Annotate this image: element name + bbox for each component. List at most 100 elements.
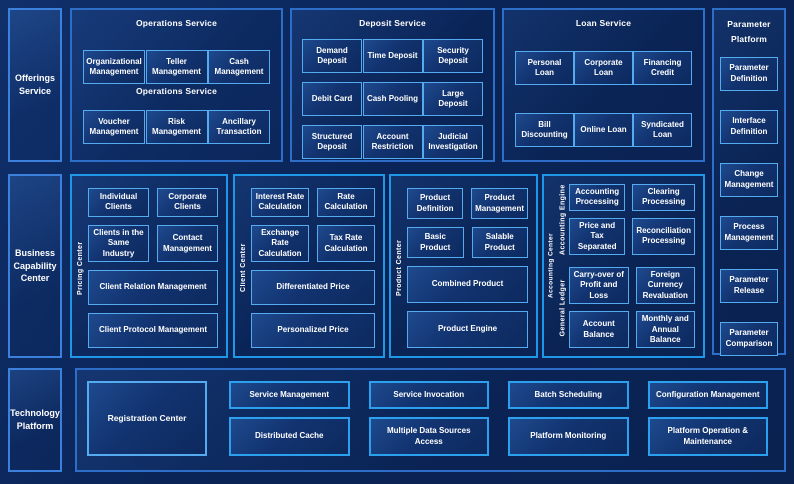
loan-box: Bill Discounting bbox=[515, 113, 574, 147]
operations-box: Cash Management bbox=[208, 50, 270, 84]
product-row-1: Product Definition Product Management bbox=[407, 188, 528, 219]
operations-service-subtitle: Operations Service bbox=[135, 86, 218, 96]
accounting-box: Price and Tax Separated bbox=[569, 217, 626, 255]
product-box: Basic Product bbox=[407, 227, 464, 258]
loan-service-panel: Loan Service Personal Loan Corporate Loa… bbox=[502, 8, 705, 162]
technology-platform-panel: Registration Center Service Management S… bbox=[75, 368, 786, 472]
pricing-box: Corporate Clients bbox=[157, 188, 218, 217]
operations-service-title: Operations Service bbox=[135, 18, 218, 28]
technology-grid: Service Management Service Invocation Ba… bbox=[229, 381, 768, 456]
pricing-center-content: Individual Clients Corporate Clients Cli… bbox=[88, 188, 218, 348]
pricing-box: Contact Management bbox=[157, 224, 218, 263]
deposit-grid: Demand Deposit Time Deposit Security Dep… bbox=[292, 39, 493, 159]
operations-box: Organizational Management bbox=[83, 50, 145, 84]
accounting-engine-group: Accounting Engine Accounting Processing … bbox=[557, 184, 695, 255]
technology-box: Platform Operation & Maintenance bbox=[647, 417, 768, 456]
product-row-2: Basic Product Salable Product bbox=[407, 227, 528, 258]
general-ledger-grid: Carry-over of Profit and Loss Foreign Cu… bbox=[569, 266, 695, 349]
general-ledger-group: General Ledger Carry-over of Profit and … bbox=[557, 266, 695, 349]
business-capability-center-sidebar: Business Capability Center bbox=[8, 174, 62, 358]
accounting-box: Monthly and Annual Balance bbox=[635, 311, 695, 349]
client-row-1: Interest Rate Calculation Rate Calculati… bbox=[251, 188, 375, 217]
technology-box: Platform Monitoring bbox=[508, 417, 629, 456]
technology-box: Service Invocation bbox=[368, 381, 489, 410]
pricing-box-wide: Client Relation Management bbox=[88, 270, 218, 306]
parameter-platform-title: Parameter Platform bbox=[727, 19, 771, 45]
parameter-box: Parameter Release bbox=[720, 268, 778, 303]
deposit-service-title: Deposit Service bbox=[359, 18, 426, 28]
loan-row-1: Personal Loan Corporate Loan Financing C… bbox=[504, 51, 703, 85]
accounting-box: Accounting Processing bbox=[569, 184, 626, 211]
client-center-content: Interest Rate Calculation Rate Calculati… bbox=[251, 188, 375, 348]
accounting-box: Foreign Currency Revaluation bbox=[635, 266, 695, 305]
pricing-row-2: Clients in the Same Industry Contact Man… bbox=[88, 224, 218, 263]
accounting-box: Account Balance bbox=[569, 311, 629, 349]
parameter-box: Process Management bbox=[720, 215, 778, 250]
parameter-box: Parameter Comparison bbox=[720, 321, 778, 356]
technology-box: Multiple Data Sources Access bbox=[368, 417, 489, 456]
general-ledger-vertical-label: General Ledger bbox=[559, 279, 567, 337]
accounting-groups: Accounting Engine Accounting Processing … bbox=[557, 184, 695, 349]
parameter-platform-panel: Parameter Platform Parameter Definition … bbox=[712, 8, 786, 356]
accounting-engine-vertical-label: Accounting Engine bbox=[559, 184, 567, 255]
offerings-service-sidebar: Offerings Service bbox=[8, 8, 62, 162]
product-center-panel: Product Center Product Definition Produc… bbox=[389, 174, 538, 358]
client-box: Tax Rate Calculation bbox=[317, 224, 375, 263]
operations-box: Ancillary Transaction bbox=[208, 110, 270, 144]
product-box: Product Definition bbox=[407, 188, 464, 219]
business-capability-center-label: Business Capability Center bbox=[13, 248, 57, 284]
product-center-content: Product Definition Product Management Ba… bbox=[407, 188, 528, 348]
operations-row-1: Organizational Management Teller Managem… bbox=[72, 50, 281, 84]
loan-box: Online Loan bbox=[574, 113, 633, 147]
accounting-engine-grid: Accounting Processing Clearing Processin… bbox=[569, 184, 695, 255]
loan-box: Corporate Loan bbox=[574, 51, 633, 85]
loan-service-title: Loan Service bbox=[575, 18, 632, 28]
deposit-box: Structured Deposit bbox=[302, 125, 362, 159]
accounting-center-vertical-label: Accounting Center bbox=[547, 233, 555, 299]
operations-box: Risk Management bbox=[145, 110, 208, 144]
client-center-panel: Client Center Interest Rate Calculation … bbox=[233, 174, 385, 358]
deposit-box: Debit Card bbox=[302, 82, 362, 116]
operations-box: Voucher Management bbox=[83, 110, 145, 144]
technology-box: Configuration Management bbox=[647, 381, 768, 410]
registration-center-box: Registration Center bbox=[87, 381, 207, 456]
deposit-box: Security Deposit bbox=[423, 39, 483, 73]
pricing-center-panel: Pricing Center Individual Clients Corpor… bbox=[70, 174, 228, 358]
technology-box: Distributed Cache bbox=[229, 417, 350, 456]
deposit-box: Account Restriction bbox=[362, 125, 423, 159]
pricing-center-vertical-label: Pricing Center bbox=[77, 241, 84, 295]
product-box-wide: Product Engine bbox=[407, 311, 528, 348]
pricing-box: Individual Clients bbox=[88, 188, 149, 217]
product-box: Product Management bbox=[471, 188, 528, 219]
technology-platform-label: Technology Platform bbox=[10, 408, 60, 431]
product-box-wide: Combined Product bbox=[407, 266, 528, 303]
deposit-box: Judicial Investigation bbox=[423, 125, 483, 159]
parameter-box: Parameter Definition bbox=[720, 56, 778, 91]
client-box: Rate Calculation bbox=[317, 188, 375, 217]
deposit-box: Demand Deposit bbox=[302, 39, 362, 73]
product-box: Salable Product bbox=[471, 227, 528, 258]
client-center-vertical-label: Client Center bbox=[240, 243, 247, 293]
accounting-box: Clearing Processing bbox=[632, 184, 695, 211]
deposit-box: Cash Pooling bbox=[362, 82, 423, 116]
client-box: Interest Rate Calculation bbox=[251, 188, 309, 217]
operations-row-2: Voucher Management Risk Management Ancil… bbox=[72, 110, 281, 144]
accounting-center-panel: Accounting Center Accounting Engine Acco… bbox=[542, 174, 705, 358]
parameter-box: Change Management bbox=[720, 162, 778, 197]
deposit-service-panel: Deposit Service Demand Deposit Time Depo… bbox=[290, 8, 495, 162]
offerings-service-label: Offerings Service bbox=[14, 73, 55, 96]
client-box-wide: Differentiated Price bbox=[251, 270, 375, 306]
operations-box: Teller Management bbox=[145, 50, 208, 84]
pricing-row-1: Individual Clients Corporate Clients bbox=[88, 188, 218, 217]
pricing-box: Clients in the Same Industry bbox=[88, 224, 149, 263]
client-row-2: Exchange Rate Calculation Tax Rate Calcu… bbox=[251, 224, 375, 263]
client-box-wide: Personalized Price bbox=[251, 313, 375, 348]
technology-platform-sidebar: Technology Platform bbox=[8, 368, 62, 472]
technology-box: Service Management bbox=[229, 381, 350, 410]
parameter-platform-items: Parameter Definition Interface Definitio… bbox=[714, 56, 784, 356]
operations-service-panel: Operations Service Organizational Manage… bbox=[70, 8, 283, 162]
loan-box: Syndicated Loan bbox=[633, 113, 692, 147]
parameter-box: Interface Definition bbox=[720, 109, 778, 144]
loan-box: Personal Loan bbox=[515, 51, 574, 85]
